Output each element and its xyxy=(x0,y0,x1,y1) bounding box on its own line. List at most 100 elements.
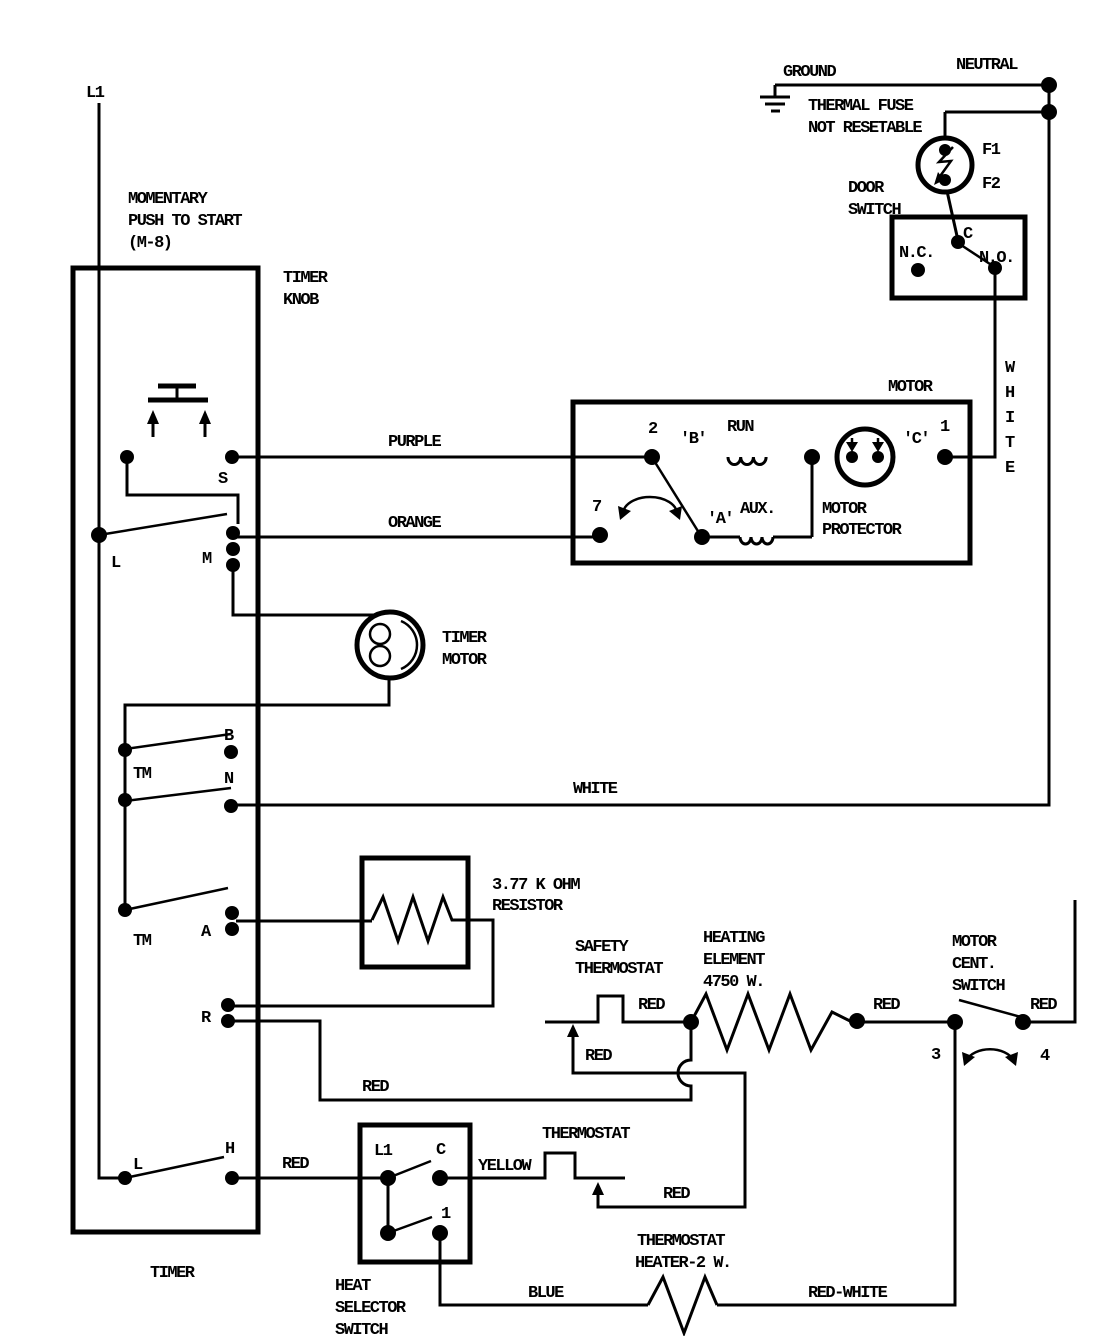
motor-cent-label-1: MOTOR xyxy=(952,933,998,952)
red-label-cent4: RED xyxy=(1030,996,1057,1015)
contact-dots xyxy=(91,77,1057,1241)
safety-thermostat-label-2: THERMOSTAT xyxy=(575,960,663,979)
heating-element-label-1: HEATING xyxy=(703,929,765,948)
wires xyxy=(97,83,1077,1336)
heating-element-label-2: ELEMENT xyxy=(703,951,765,970)
motor-start-blade xyxy=(651,458,703,537)
heat-selector-label-1: HEAT xyxy=(335,1277,371,1296)
heat-selector-label-3: SWITCH xyxy=(335,1321,389,1336)
door-switch-label-2: SWITCH xyxy=(848,201,902,220)
red-label-sense: RED xyxy=(585,1047,612,1066)
white-wire-label: WHITE xyxy=(573,780,618,799)
heating-element-label-3: 4750 W. xyxy=(703,973,764,992)
c-label: C xyxy=(963,225,973,244)
terminal-tm-2: TM xyxy=(133,932,152,951)
momentary-label-2: PUSH TO START xyxy=(128,212,242,231)
thermostat-heater-label-1: THERMOSTAT xyxy=(637,1232,725,1251)
resistor-label-2: RESISTOR xyxy=(492,897,564,916)
timer-label: TIMER xyxy=(150,1264,196,1283)
motor-protector-symbol xyxy=(834,426,896,488)
motor-protector-label-2: PROTECTOR xyxy=(822,521,903,540)
motor-cent-label-3: SWITCH xyxy=(952,977,1006,996)
ground-label: GROUND xyxy=(783,63,837,82)
timer-knob-label-2: KNOB xyxy=(283,291,319,310)
timer-motor-label-2: MOTOR xyxy=(442,651,488,670)
winding-c-label: 'C' xyxy=(903,430,929,449)
door-switch-blade xyxy=(957,241,994,268)
red-label-element: RED xyxy=(873,996,900,1015)
terminal-r: R xyxy=(201,1009,212,1028)
component-boxes xyxy=(70,214,1028,1265)
selector-terminal-1: 1 xyxy=(441,1205,451,1224)
thermal-fuse-label-2: NOT RESETABLE xyxy=(808,119,922,138)
resistor-label-1: 3.77 K OHM xyxy=(492,876,580,895)
thermostat-heater-label-2: HEATER-2 W. xyxy=(635,1254,731,1273)
motor-cent-label-2: CENT. xyxy=(952,955,996,974)
resistor-box xyxy=(359,855,471,970)
aux-label: AUX. xyxy=(740,500,775,519)
terminal-2: 2 xyxy=(648,420,658,439)
momentary-push-button xyxy=(147,383,211,437)
neutral-label: NEUTRAL xyxy=(956,56,1018,75)
thermal-fuse-symbol xyxy=(915,135,975,195)
winding-a-label: 'A' xyxy=(707,510,733,529)
motor-box xyxy=(570,399,973,566)
momentary-label-3: (M-8) xyxy=(128,234,172,253)
tm-blade-a xyxy=(124,886,229,912)
terminal-4: 4 xyxy=(1040,1047,1050,1066)
red-label-r-wire: RED xyxy=(362,1078,389,1097)
terminal-l: L xyxy=(111,554,121,573)
switch-blades xyxy=(98,241,1022,1235)
f1-label: F1 xyxy=(982,141,1001,160)
winding-b-label: 'B' xyxy=(680,430,706,449)
red-label-bump: RED xyxy=(638,996,665,1015)
rotation-arrows xyxy=(618,495,1018,1066)
terminal-m: M xyxy=(202,550,212,569)
timer-LH-blade xyxy=(124,1155,225,1180)
orange-wire-label: ORANGE xyxy=(388,514,442,533)
f2-label: F2 xyxy=(982,175,1001,194)
terminal-n: N xyxy=(224,770,234,789)
l1-label: L1 xyxy=(86,84,105,103)
thermostat-arrows xyxy=(567,1024,604,1195)
timer-motor-label-1: TIMER xyxy=(442,629,488,648)
selector-terminal-l1: L1 xyxy=(374,1142,393,1161)
terminal-1: 1 xyxy=(940,418,950,437)
no-label: N.O. xyxy=(979,249,1014,268)
terminal-b: B xyxy=(224,727,234,746)
yellow-wire-label: YELLOW xyxy=(478,1157,533,1176)
thermal-fuse-label-1: THERMAL FUSE xyxy=(808,97,914,116)
door-switch-label-1: DOOR xyxy=(848,179,885,198)
nc-label: N.C. xyxy=(899,244,934,263)
heat-selector-box xyxy=(357,1122,473,1265)
labels: L1 GROUND NEUTRAL THERMAL FUSE NOT RESET… xyxy=(86,56,1059,1336)
purple-wire-label: PURPLE xyxy=(388,433,442,452)
red-label-loop: RED xyxy=(663,1185,690,1204)
selector-terminal-c: C xyxy=(436,1141,446,1160)
timer-box xyxy=(70,265,261,1235)
terminal-s: S xyxy=(218,470,228,489)
blue-wire-label: BLUE xyxy=(528,1284,564,1303)
thermostat-label: THERMOSTAT xyxy=(542,1125,630,1144)
motor-label: MOTOR xyxy=(888,378,934,397)
motor-protector-label-1: MOTOR xyxy=(822,500,868,519)
red-label-h-wire: RED xyxy=(282,1155,309,1174)
timer-knob-label-1: TIMER xyxy=(283,269,329,288)
momentary-label-1: MOMENTARY xyxy=(128,190,209,209)
red-white-wire-label: RED-WHITE xyxy=(808,1284,888,1303)
safety-thermostat-label-1: SAFETY xyxy=(575,938,630,957)
run-label: RUN xyxy=(727,418,754,437)
tm-blade-b xyxy=(124,732,232,751)
terminal-l-bottom: L xyxy=(133,1156,143,1175)
terminal-h: H xyxy=(225,1140,235,1159)
tm-blade-n xyxy=(124,786,232,803)
door-switch-box xyxy=(889,214,1028,301)
terminal-3: 3 xyxy=(931,1046,941,1065)
timer-L-blade xyxy=(98,512,228,537)
heat-selector-label-2: SELECTOR xyxy=(335,1299,407,1318)
cent-switch-blade xyxy=(958,998,1022,1019)
terminal-a: A xyxy=(201,923,212,942)
